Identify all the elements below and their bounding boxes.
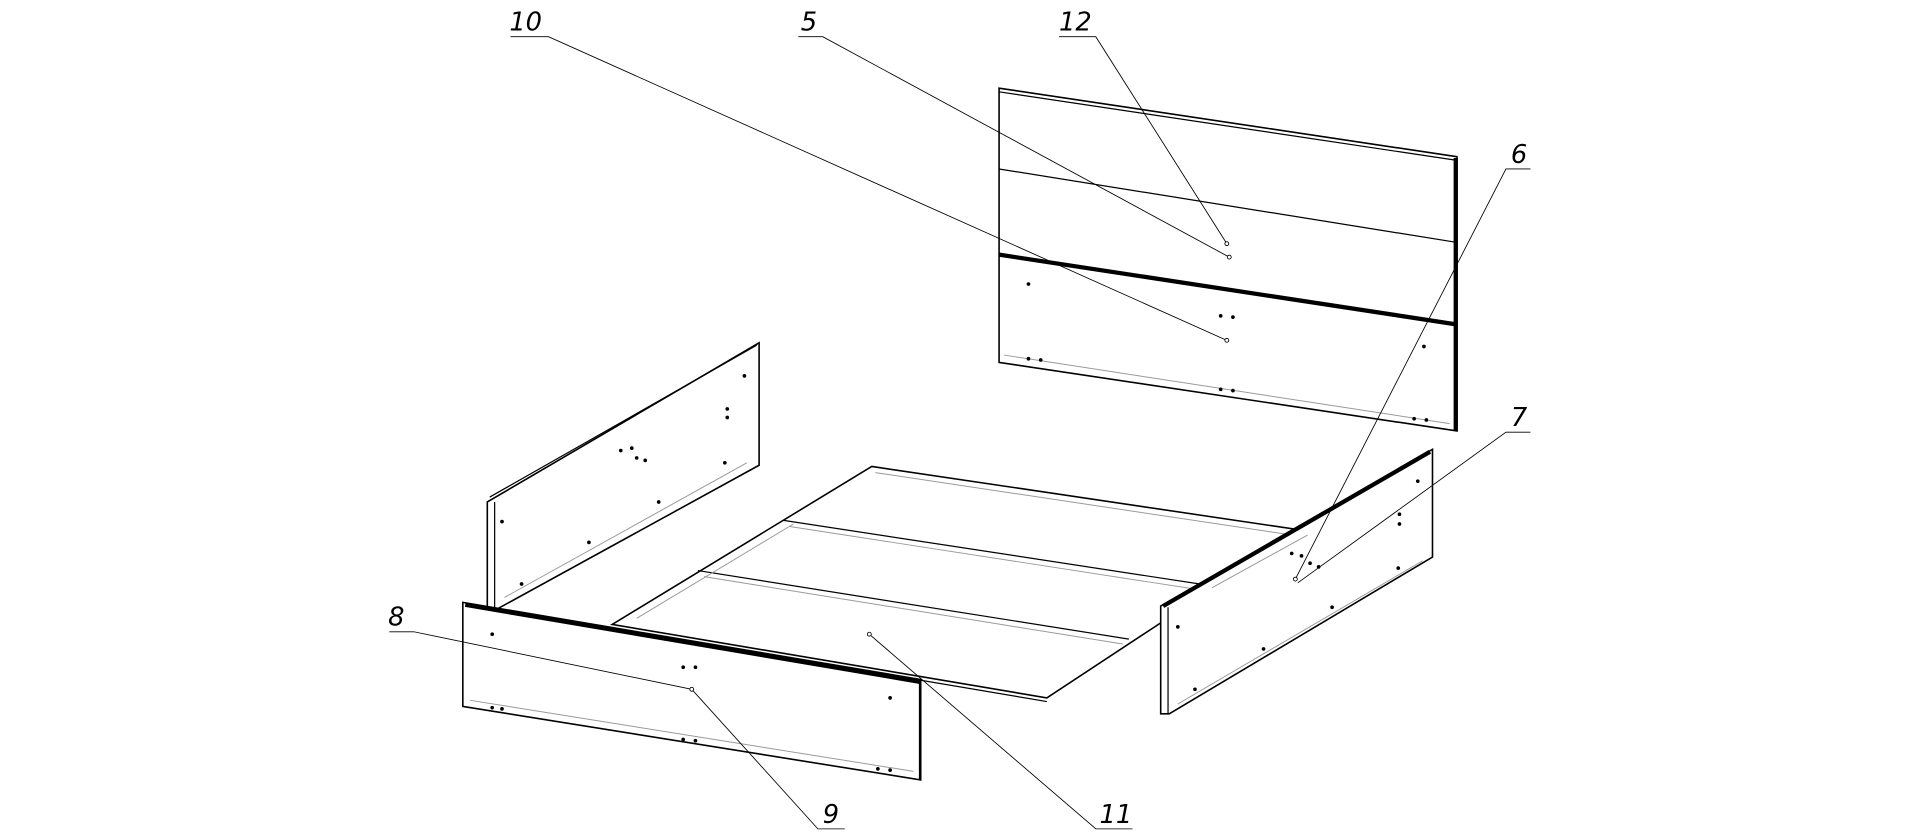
bed-base (609, 465, 1304, 703)
right-side-rail (1159, 447, 1434, 715)
callout-label-5: 5 (801, 8, 817, 38)
callout-label-8: 8 (388, 603, 404, 633)
callout-label-6: 6 (1511, 140, 1527, 170)
callout-label-12: 12 (1059, 8, 1092, 38)
left-side-rail (486, 341, 760, 611)
headboard (998, 87, 1458, 432)
leader-lines (389, 36, 1531, 830)
callout-label-10: 10 (509, 8, 542, 38)
callout-label-7: 7 (1511, 403, 1528, 433)
callout-label-11: 11 (1099, 800, 1132, 830)
callout-label-9: 9 (823, 800, 839, 830)
